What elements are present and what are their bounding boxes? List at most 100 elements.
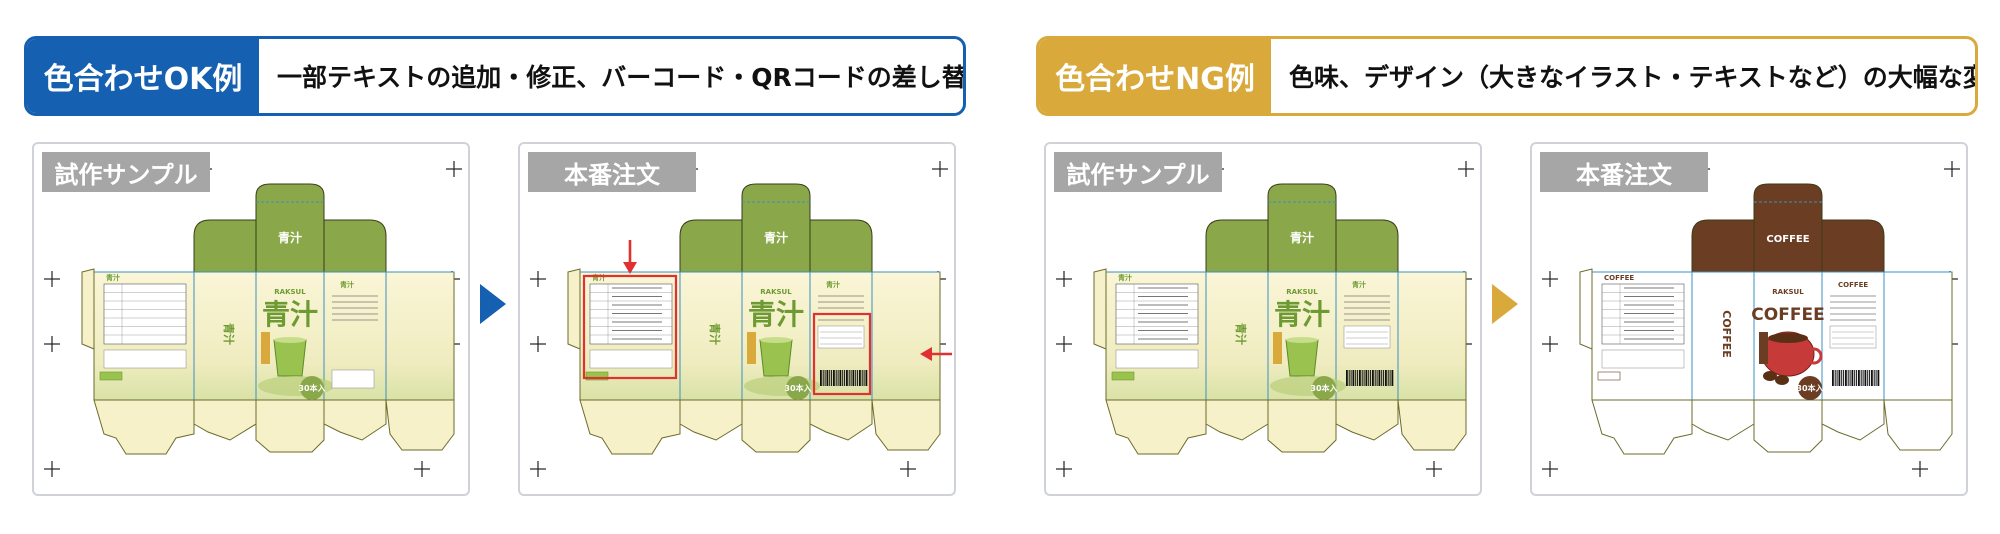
glass-top [274, 337, 306, 343]
top-logo-text: 青汁 [1290, 230, 1314, 245]
barcode-bar [1834, 370, 1836, 386]
dust-flap-left [1205, 219, 1269, 273]
barcode-bar [1841, 370, 1843, 386]
front-product-name: COFFEE [1751, 305, 1824, 325]
vertical-label [1759, 332, 1768, 364]
front-product-name: 青汁 [748, 298, 804, 331]
barcode-bar [855, 370, 857, 386]
barcode-bar [1856, 370, 1858, 386]
mug-handle [1805, 347, 1823, 365]
bottom-flap [1335, 399, 1399, 441]
ingredient-table [1601, 283, 1685, 345]
barcode-bar [859, 370, 861, 386]
barcode-bar [857, 370, 859, 386]
change-pointer-arrow-icon [920, 347, 932, 361]
modified-area-highlight [812, 312, 872, 396]
barcode-bar [842, 370, 844, 386]
bottom-flap [93, 399, 195, 455]
back-panel-info [1829, 325, 1877, 349]
info-block [589, 349, 673, 369]
barcode-bar [1877, 370, 1880, 386]
top-logo-text: 青汁 [278, 230, 302, 245]
bottom-flap [1267, 399, 1337, 453]
bottom-flap [255, 399, 325, 453]
ng-example-section: 色合わせNG例 色味、デザイン（大きなイラスト・テキストなど）の大幅な変更 青汁… [1036, 36, 1984, 496]
top-tuck-flap [1267, 183, 1337, 273]
barcode-bar [1368, 370, 1370, 386]
back-panel-logo: 青汁 [1352, 280, 1366, 289]
count-text: 30本入 [784, 383, 811, 393]
change-pointer-arrow-icon [623, 262, 637, 274]
glue-flap [1093, 268, 1107, 350]
ok-sample-label: 試作サンプル [42, 152, 210, 192]
ok-tag: 色合わせOK例 [27, 39, 259, 113]
vertical-label [1273, 332, 1282, 364]
barcode-bar [1359, 370, 1361, 386]
barcode-bar [1871, 370, 1873, 386]
green-drink-glass-icon [273, 339, 307, 377]
top-tuck-flap [1753, 183, 1823, 273]
barcode-bar [826, 370, 829, 386]
barcode-bar [1873, 370, 1875, 386]
barcode-bar [1363, 370, 1365, 386]
barcode-bar [1391, 370, 1394, 386]
bottom-flap [579, 399, 681, 455]
bottom-flap [1753, 399, 1823, 453]
barcode-bar [1350, 370, 1352, 386]
front-brand-text: RAKSUL [274, 288, 306, 296]
barcode-bar [1346, 370, 1348, 386]
front-product-name: 青汁 [262, 298, 318, 331]
barcode-bar [1365, 370, 1368, 386]
barcode-bar [1372, 370, 1374, 386]
count-text: 30本入 [298, 383, 325, 393]
top-logo-text: COFFEE [1766, 234, 1809, 245]
glue-flap [567, 268, 581, 350]
barcode-bar [839, 370, 842, 386]
bottom-flap [1397, 399, 1467, 451]
info-block [1601, 349, 1685, 369]
barcode-bar [829, 370, 831, 386]
bottom-flap [871, 399, 941, 451]
badge [585, 371, 609, 381]
dust-flap-right [1821, 219, 1885, 273]
barcode-bar [848, 370, 850, 386]
barcode-bar [1387, 370, 1389, 386]
barcode-bar [1838, 370, 1841, 386]
dust-flap-right [1335, 219, 1399, 273]
back-panel-info [817, 325, 865, 349]
barcode-bar [1836, 370, 1838, 386]
green-drink-glass-icon [759, 339, 793, 377]
bottom-flap [193, 399, 257, 441]
panel-logo-text: COFFEE [1604, 274, 1634, 282]
panel-logo-text: 青汁 [1118, 273, 1132, 282]
barcode-bar [1378, 370, 1381, 386]
barcode-bar [831, 370, 833, 386]
front-brand-text: RAKSUL [1286, 288, 1318, 296]
bottom-flap [385, 399, 455, 451]
panel-logo-text: 青汁 [592, 273, 606, 282]
barcode-bar [1381, 370, 1383, 386]
bottom-flap [741, 399, 811, 453]
barcode-bar [1832, 370, 1834, 386]
glue-flap [81, 268, 95, 350]
barcode-bar [1875, 370, 1877, 386]
top-tuck-flap [255, 183, 325, 273]
barcode-bar [1862, 370, 1864, 386]
modified-area-highlight [582, 274, 678, 380]
ng-sample-label: 試作サンプル [1054, 152, 1222, 192]
barcode-bar [1847, 370, 1849, 386]
info-block [1115, 349, 1199, 369]
barcode-bar [1867, 370, 1869, 386]
dust-flap-left [193, 219, 257, 273]
barcode-bar [1352, 370, 1355, 386]
ok-next-arrow-icon [480, 284, 506, 324]
barcode-bar [861, 370, 863, 386]
barcode-bar [865, 370, 868, 386]
barcode-bar [1376, 370, 1378, 386]
ok-description: 一部テキストの追加・修正、バーコード・QRコードの差し替え [277, 63, 966, 92]
